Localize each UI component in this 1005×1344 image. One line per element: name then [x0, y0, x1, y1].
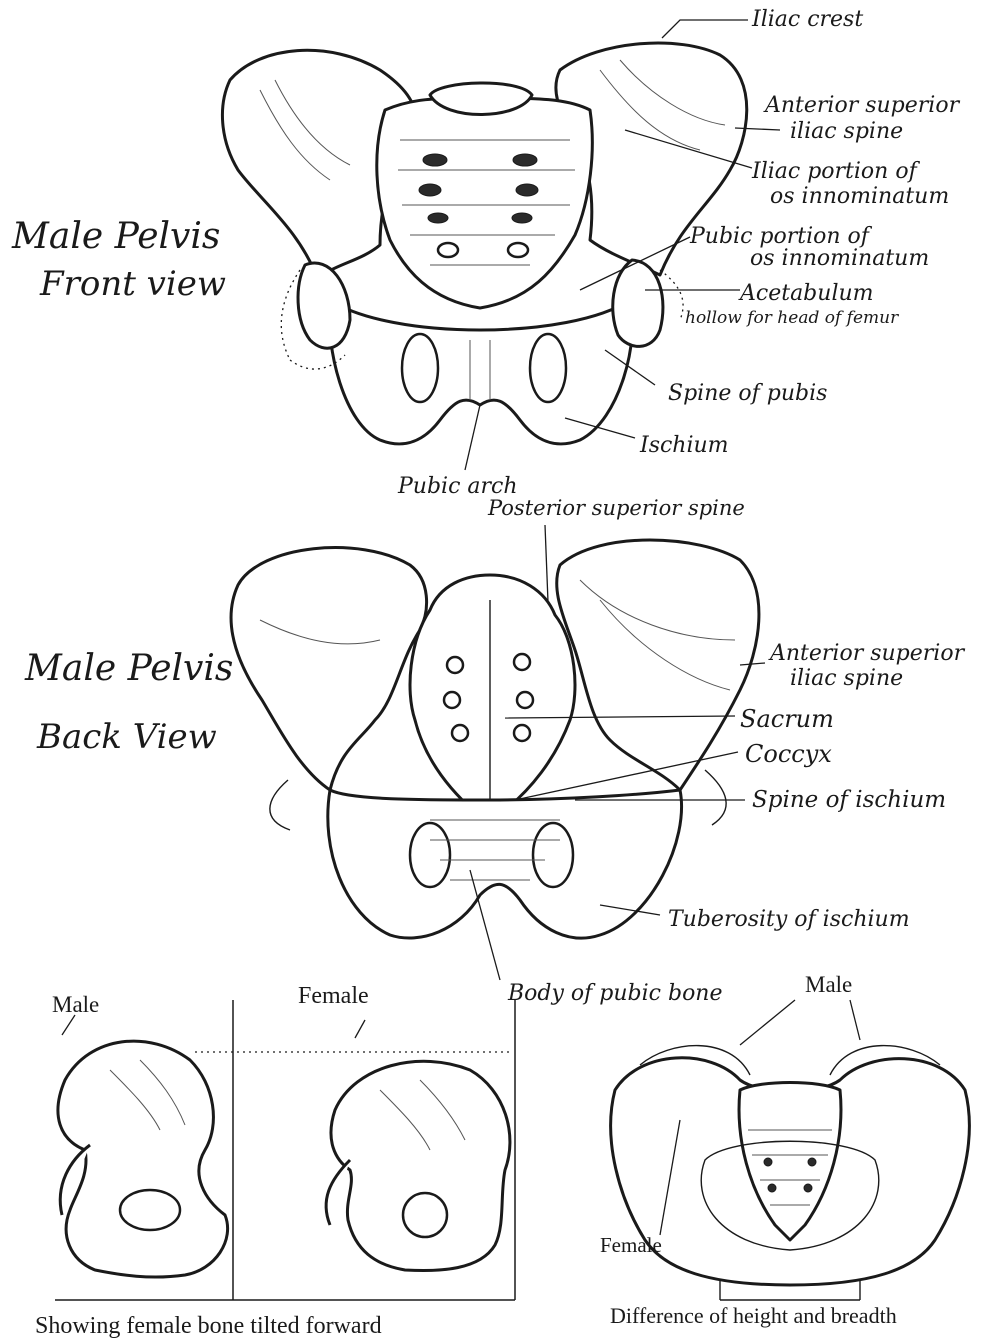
front-view-title-line1: Male Pelvis: [11, 216, 220, 257]
label-male-front: Male: [805, 972, 852, 997]
label-back-anterior-superior: Anterior superior: [768, 641, 966, 666]
caption-tilted-forward: Showing female bone tilted forward: [35, 1313, 382, 1339]
front-view-title-line2: Front view: [39, 264, 226, 304]
label-iliac-portion-line2: os innominatum: [770, 184, 949, 209]
label-male-side: Male: [52, 992, 99, 1017]
label-acetabulum: Acetabulum: [738, 281, 874, 306]
label-posterior-superior-spine: Posterior superior spine: [487, 496, 745, 520]
label-sacrum: Sacrum: [740, 705, 834, 733]
back-view-title-line2: Back View: [36, 717, 217, 757]
caption-height-breadth: Difference of height and breadth: [610, 1303, 897, 1328]
label-spine-of-pubis: Spine of pubis: [668, 381, 827, 406]
label-tuberosity-of-ischium: Tuberosity of ischium: [668, 907, 910, 932]
label-back-iliac-spine: iliac spine: [790, 666, 903, 691]
label-acetabulum-note: hollow for head of femur: [685, 308, 899, 328]
label-female-side: Female: [298, 983, 369, 1009]
height-breadth-comparison: [611, 1046, 970, 1300]
label-ischium: Ischium: [639, 433, 729, 458]
label-spine-of-ischium: Spine of ischium: [752, 787, 946, 813]
label-body-of-pubic-bone: Body of pubic bone: [507, 981, 723, 1006]
label-female-front: Female: [600, 1233, 662, 1257]
side-view-comparison: [55, 1000, 515, 1300]
back-view-title-line1: Male Pelvis: [24, 648, 233, 689]
label-pubic-portion-line2: os innominatum: [750, 246, 929, 271]
label-front-iliac-spine: iliac spine: [790, 119, 903, 144]
label-iliac-portion-line1: Iliac portion of: [751, 159, 921, 184]
label-coccyx: Coccyx: [745, 740, 832, 768]
label-iliac-crest: Iliac crest: [751, 7, 863, 32]
back-view-pelvis: [231, 540, 759, 938]
label-front-anterior-superior: Anterior superior: [763, 93, 961, 118]
